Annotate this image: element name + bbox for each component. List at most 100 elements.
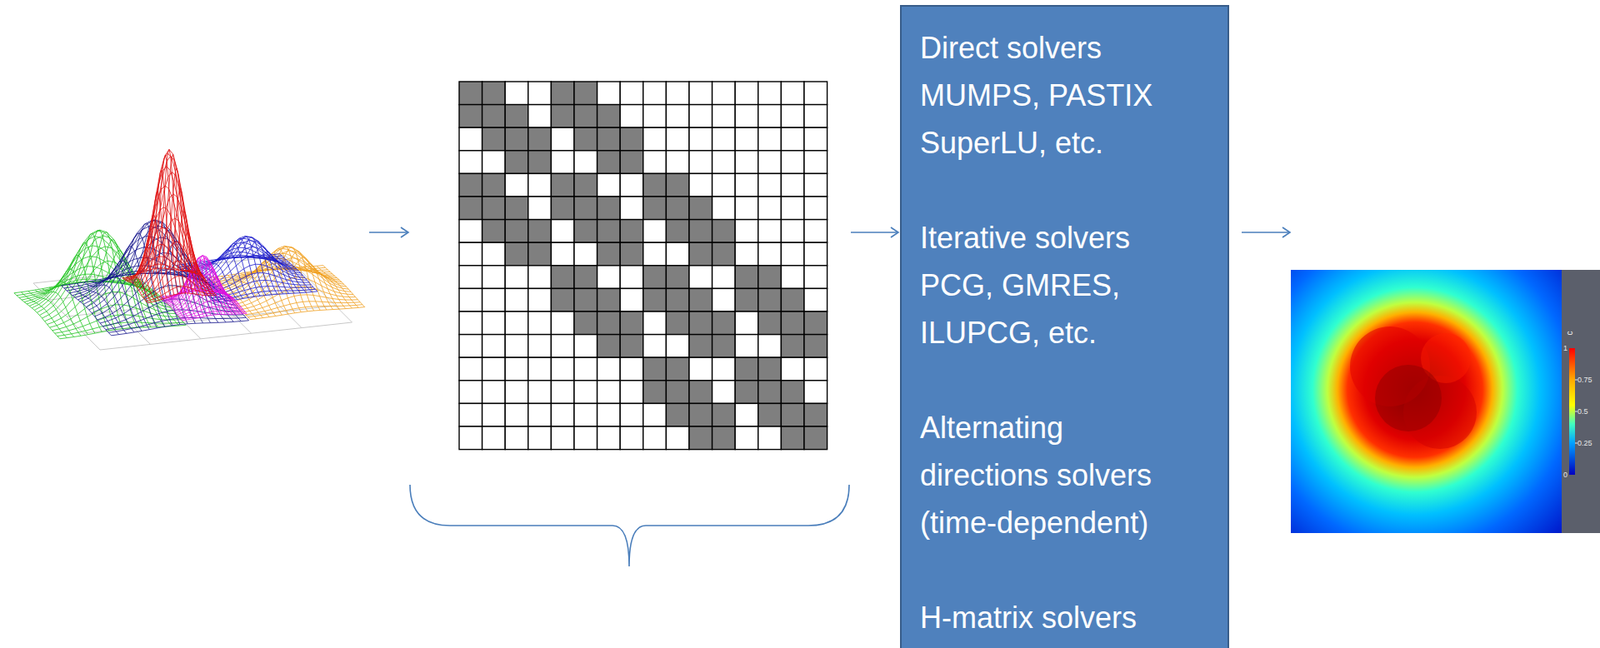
matrix-cell [459,335,483,359]
matrix-cell [665,242,690,266]
matrix-cell [780,380,805,405]
mesh-line [147,293,217,304]
matrix-cell [712,403,736,427]
matrix-cell [643,81,667,105]
matrix-cell [597,403,621,427]
matrix-cell [550,127,575,151]
matrix-cell [597,311,621,335]
matrix-cell [482,173,506,197]
matrix-cell [758,288,782,312]
mesh-line [144,275,214,300]
matrix-cell [528,426,552,450]
matrix-cell [482,335,506,359]
matrix-cell [665,311,690,335]
matrix-cell [689,265,713,290]
mesh-line [160,154,186,294]
mesh-line [156,149,182,294]
matrix-cell [550,288,575,312]
colorbar-value: 1 [1563,345,1568,353]
matrix-cell [528,196,552,220]
matrix-cell [804,403,828,427]
matrix-cell [505,81,529,105]
matrix-cell [735,105,759,129]
mesh-line [178,300,243,317]
matrix-cell [597,150,621,175]
arrow-line [850,231,899,234]
matrix-cell [780,288,805,312]
matrix-cell [689,335,713,359]
matrix-cell [597,105,621,129]
matrix-cell [665,403,690,427]
matrix-cell [735,220,759,244]
matrix-cell [804,196,828,220]
matrix-cell [689,288,713,312]
matrix-cell [550,196,575,220]
matrix-cell [574,105,598,129]
matrix-cell [482,311,506,335]
matrix-cell [712,127,736,151]
matrix-cell [528,380,552,405]
matrix-cell [758,357,782,381]
matrix-cell [689,220,713,244]
matrix-cell [643,311,667,335]
matrix-cell [482,380,506,405]
matrix-cell [505,105,529,129]
matrix-cell [665,357,690,381]
matrix-cell [505,335,529,359]
matrix-cell [712,311,736,335]
tick [1575,411,1578,413]
matrix-cell [574,127,598,151]
matrix-cell [505,220,529,244]
matrix-cell [574,150,598,175]
matrix-cell [758,220,782,244]
mesh-line [187,270,213,296]
matrix-cell [550,150,575,175]
matrix-cell [505,403,529,427]
mesh-line [223,290,247,314]
matrix-cell [550,380,575,405]
matrix-cell [689,127,713,151]
matrix-cell [505,288,529,312]
tick [1575,443,1578,445]
matrix-cell [505,426,529,450]
matrix-cell [574,357,598,381]
matrix-cell [643,196,667,220]
matrix-cell [620,265,644,290]
heat-blob-part [1375,365,1442,432]
matrix-cell [643,173,667,197]
matrix-cell [780,173,805,197]
solver-group-text: Iterative solvers PCG, GMRES, ILUPCG, et… [920,214,1193,357]
matrix-cell [620,357,644,381]
matrix-cell [482,127,506,151]
arrow-line [1241,231,1290,234]
matrix-cell [574,288,598,312]
mesh-line [274,255,312,293]
colorbar-ticks [1575,380,1578,444]
matrix-cell [643,150,667,175]
matrix-cell [689,426,713,450]
matrix-cell [735,403,759,427]
matrix-cell [735,150,759,175]
matrix-cell [597,380,621,405]
matrix-cell [735,426,759,450]
matrix-cell [550,357,575,381]
matrix-cell [620,311,644,335]
matrix-cell [550,426,575,450]
matrix-cell [620,220,644,244]
colorbar-value: 0.75 [1577,376,1593,385]
matrix-cell [665,196,690,220]
matrix-cell [780,105,805,129]
matrix-cell [780,220,805,244]
matrix-cell [712,173,736,197]
matrix-cell [689,81,713,105]
matrix-cell [712,81,736,105]
matrix-cell [550,335,575,359]
matrix-cell [528,265,552,290]
matrix-cell [712,357,736,381]
matrix-cell [758,105,782,129]
matrix-cell [712,242,736,266]
matrix-cell [804,288,828,312]
matrix-cell [804,335,828,359]
matrix-cell [550,403,575,427]
matrix-cell [735,265,759,290]
